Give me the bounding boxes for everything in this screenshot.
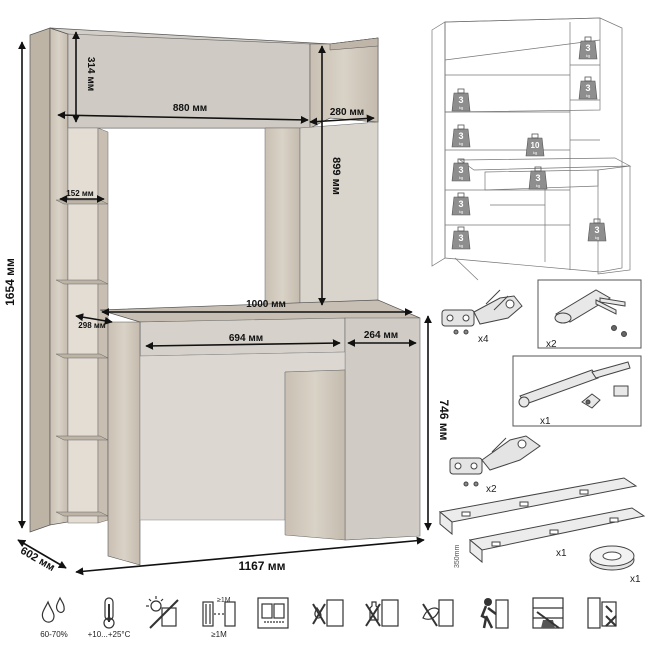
weight-unit: kg	[586, 93, 590, 98]
weight-marker: 3kg	[578, 76, 598, 100]
weight-value: 3	[535, 173, 540, 183]
dim-overall-width: 1167 мм	[238, 559, 285, 573]
weight-marker: 3kg	[587, 218, 607, 242]
support-qty: x2	[546, 339, 557, 350]
humidity-icon: 60-70%	[32, 592, 76, 648]
dimension-lines	[17, 31, 432, 576]
dim-desk-height: 746 мм	[437, 399, 451, 440]
weight-unit: kg	[586, 53, 590, 58]
dim-shelf-depth: 152 мм	[66, 189, 93, 198]
hinge-2-qty: x2	[486, 484, 497, 495]
dim-desk-side: 298 мм	[78, 321, 105, 330]
sunlight-icon	[142, 592, 186, 648]
weight-unit: kg	[536, 183, 540, 188]
icon-caption: +10...+25°C	[87, 630, 131, 639]
inner-partition	[284, 369, 346, 541]
weight-value: 3	[458, 233, 463, 243]
weight-value: 3	[458, 165, 463, 175]
weight-unit: kg	[459, 175, 463, 180]
dim-depth: 602 мм	[18, 545, 57, 574]
weight-marker: 3kg	[451, 124, 471, 148]
weight-unit: kg	[459, 141, 463, 146]
temperature-icon: +10...+25°C	[87, 592, 131, 648]
weight-value: 10	[531, 141, 540, 150]
right-upper-column	[264, 127, 301, 311]
weight-value: 3	[594, 225, 599, 235]
weight-unit: kg	[459, 243, 463, 248]
care-icons-row: 60-70% +10...+25°C ≥1M ≥1M	[32, 592, 644, 648]
weight-value: 3	[458, 95, 463, 105]
weight-unit: kg	[533, 150, 537, 155]
no-chemicals-icon	[362, 592, 406, 648]
icon-caption: ≥1M	[211, 630, 227, 639]
grommet-qty: x1	[630, 574, 641, 585]
left-panel-front	[49, 27, 69, 526]
no-abrasive-icon	[417, 592, 461, 648]
dim-cabinet-width: 264 мм	[364, 330, 398, 341]
cable-grommet-icon	[589, 545, 635, 571]
anchor-to-wall-icon	[582, 592, 626, 648]
weight-unit: kg	[595, 235, 599, 240]
icon-caption: 60-70%	[40, 630, 68, 639]
right-upper-cabinet	[299, 121, 379, 311]
dim-drawer-width: 694 мм	[229, 333, 263, 344]
gas-lift-box	[512, 355, 642, 427]
weight-marker: 3kg	[451, 192, 471, 216]
weight-value: 3	[458, 199, 463, 209]
weight-unit: kg	[459, 105, 463, 110]
weight-marker: 3kg	[528, 166, 548, 190]
weight-marker: 3kg	[451, 158, 471, 182]
dim-desk-width: 1000 мм	[246, 299, 286, 310]
weight-marker: 3kg	[451, 88, 471, 112]
gas-lift-qty: x1	[540, 416, 551, 427]
hardware-section: x4 x2 x1	[438, 279, 646, 585]
dim-opening-height: 899 мм	[330, 157, 342, 195]
hutch-top-edge	[329, 37, 379, 51]
hinge-2-icon	[449, 435, 541, 487]
left-panel-edge	[29, 27, 51, 533]
slides-length: 350mm	[454, 544, 461, 568]
hinge-qty: x4	[478, 334, 489, 345]
wall-mount-icon	[252, 592, 296, 648]
support-box	[537, 279, 642, 349]
left-shelf-column	[67, 127, 99, 524]
shelf-support-icon	[554, 289, 627, 337]
weight-marker: 3kg	[578, 36, 598, 60]
weight-value: 3	[458, 131, 463, 141]
weight-value: 3	[585, 83, 590, 93]
no-overload-icon	[527, 592, 571, 648]
dim-hutch-height: 314 мм	[85, 57, 96, 91]
no-water-icon	[307, 592, 351, 648]
left-desk-leg	[107, 321, 141, 566]
assembly-person-icon	[472, 592, 516, 648]
drawer-slides-icon	[438, 477, 646, 564]
dim-side-cab-width: 280 мм	[330, 107, 364, 118]
dim-total-height: 1654 мм	[3, 258, 17, 306]
weight-value: 3	[585, 43, 590, 53]
hinge-icon	[441, 289, 523, 335]
weight-unit: kg	[459, 209, 463, 214]
cabinet-door	[344, 317, 421, 541]
heater-distance-icon: ≥1M ≥1M	[197, 592, 241, 648]
svg-text:≥1M: ≥1M	[217, 597, 231, 604]
slides-qty: x1	[556, 548, 567, 559]
dim-hutch-width: 880 мм	[173, 103, 207, 114]
gas-lift-icon	[518, 361, 631, 409]
weight-marker: 3kg	[451, 226, 471, 250]
